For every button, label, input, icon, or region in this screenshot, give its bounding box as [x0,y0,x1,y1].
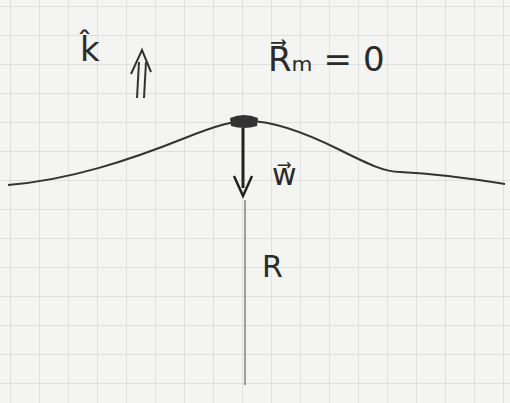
axis-arrowhead [131,50,151,74]
radius-label: R [262,250,283,285]
weight-arrowhead [234,176,252,196]
radius-line [244,200,245,385]
weight-arrow [242,128,245,188]
hill-curve [8,121,505,185]
force-equation: R⃗ₘ = 0 [268,40,385,79]
axis-arrow [137,62,139,98]
unit-vector-label: k̂ [80,30,100,69]
axis-arrow [144,62,146,98]
weight-label: w⃗ [272,158,297,193]
block [230,115,258,128]
